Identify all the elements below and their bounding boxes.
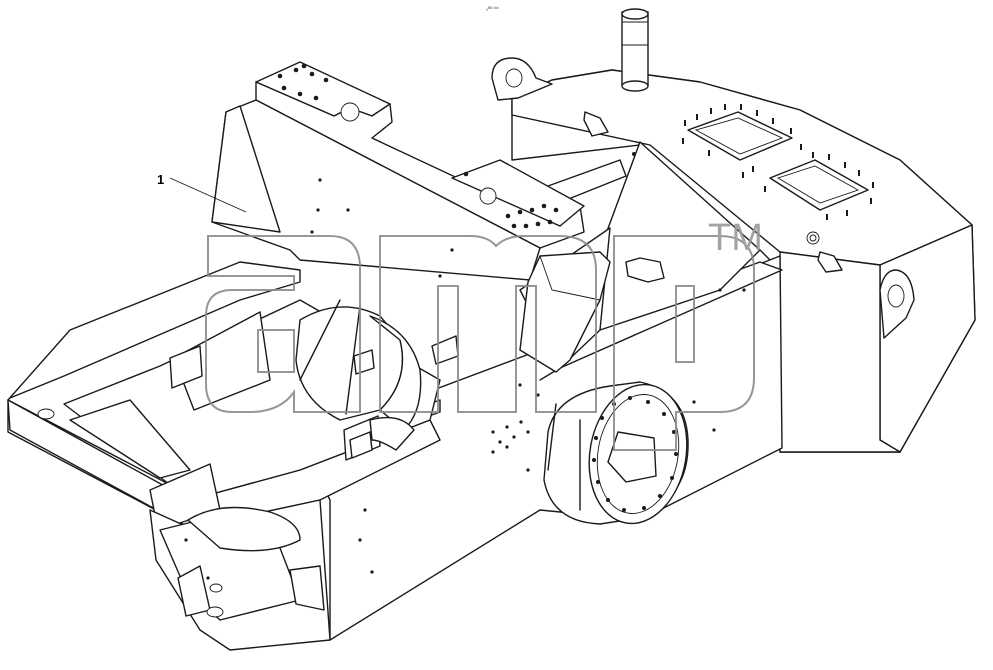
inner-slot-details <box>169 335 459 461</box>
lifting-eye-right <box>879 269 915 339</box>
lifting-eye-left <box>491 57 553 101</box>
exhaust-stack <box>621 8 649 92</box>
access-hatch-left <box>687 111 793 161</box>
slew-ring-housing <box>543 381 689 525</box>
wedge-bracket <box>519 251 611 373</box>
bracket <box>583 111 609 137</box>
bracket <box>817 251 843 273</box>
watermark-logo: TM <box>205 217 763 451</box>
part-callout-1: 1 <box>157 172 247 213</box>
callout-number: 1 <box>157 172 164 187</box>
counterweight-body <box>491 8 976 453</box>
trademark-symbol: TM <box>708 217 763 259</box>
drawing-header-code: ₐᴮᴮ ᵇᵇᵇ <box>486 6 499 12</box>
lower-mounting-fork <box>149 499 331 651</box>
